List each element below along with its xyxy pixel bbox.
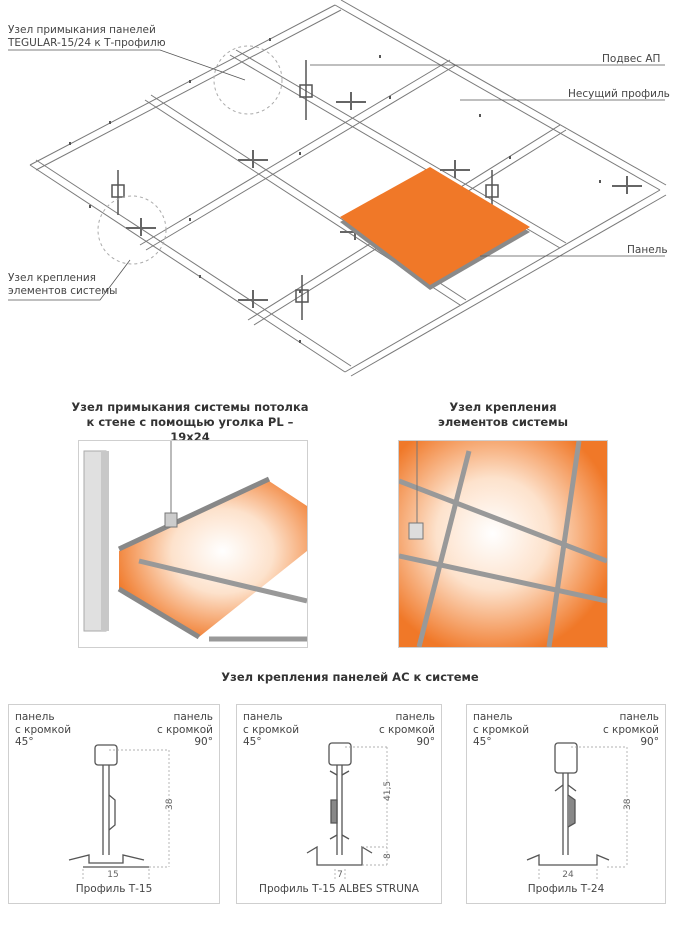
panel-45-line3: 45° (243, 736, 262, 748)
width-dim: 7 (337, 870, 343, 880)
ceiling-grid-diagram (8, 0, 667, 377)
height-dim: 38 (623, 798, 633, 810)
left-node-title: Узел примыкания системы потолка к стене … (70, 400, 310, 445)
panel-90-label: панель с кромкой 90° (603, 711, 659, 749)
right-node-title: Узел крепления элементов системы (400, 400, 606, 430)
panel-45-line1: панель (15, 711, 55, 723)
profile-card-t15: панель с кромкой 45° панель с кромкой 90… (8, 704, 220, 904)
profile-t24-drawing: 38 24 (526, 742, 633, 880)
label-node-join-line2: TEGULAR-15/24 к Т-профилю (8, 37, 166, 49)
grid-rails (29, 0, 667, 377)
cross-connectors (126, 92, 642, 308)
panel-90-line1: панель (395, 711, 435, 723)
label-node-join-line1: Узел примыкания панелей (8, 24, 156, 36)
label-fix-line1: Узел крепления (8, 272, 96, 284)
panel-90-line3: 90° (640, 736, 659, 748)
height-dim: 41,5 (383, 781, 393, 801)
right-node-title-line2: элементов системы (438, 415, 568, 429)
panel-90-line2: с кромкой (156, 723, 213, 736)
panel-90-line2: с кромкой (378, 723, 435, 736)
panel-45-line1: панель (473, 711, 513, 723)
panel-45-label: панель с кромкой 45° (243, 711, 299, 749)
orange-panel (340, 167, 530, 290)
height-dim: 38 (165, 798, 175, 810)
wall-angle-illustration (78, 440, 308, 648)
profile-card-t15-albes: панель с кромкой 45° панель с кромкой 90… (236, 704, 442, 904)
system-fixing-illustration (398, 440, 608, 648)
label-fix-line2: элементов системы (8, 285, 118, 297)
label-fixing-node: Узел крепления элементов системы (8, 272, 117, 298)
profile-caption: Профиль Т-15 ALBES STRUNA (259, 883, 419, 895)
profile-caption: Профиль Т-24 (527, 883, 605, 895)
panel-45-label: панель с кромкой 45° (15, 711, 71, 749)
rail-slots (69, 38, 601, 343)
panel-90-label: панель с кромкой 90° (157, 711, 213, 749)
label-hanger: Подвес АП (602, 53, 661, 65)
right-node-title-line1: Узел крепления (449, 400, 557, 414)
profile-caption: Профиль Т-15 (75, 883, 153, 895)
panel-45-line3: 45° (15, 736, 34, 748)
panel-45-line1: панель (243, 711, 283, 723)
profile-t15-albes-drawing: 41,5 8 7 (306, 742, 393, 880)
profile-card-t24: панель с кромкой 45° панель с кромкой 90… (466, 704, 666, 904)
panel-90-line3: 90° (194, 736, 213, 748)
label-panel: Панель (627, 244, 668, 256)
panel-90-line2: с кромкой (602, 723, 659, 736)
panel-45-label: панель с кромкой 45° (473, 711, 529, 749)
bottom-title: Узел крепления панелей АС к системе (221, 670, 479, 684)
left-node-title-line1: Узел примыкания системы потолка (71, 400, 309, 414)
panel-45-line3: 45° (473, 736, 492, 748)
height-dim-lower: 8 (383, 853, 393, 859)
width-dim: 15 (107, 870, 118, 880)
panel-45-line2: с кромкой (473, 723, 530, 736)
label-main-profile: Несущий профиль (568, 88, 670, 100)
panel-90-line3: 90° (416, 736, 435, 748)
profile-t15-drawing: 38 15 (68, 744, 175, 880)
label-node-join: Узел примыкания панелей TEGULAR-15/24 к … (8, 24, 166, 50)
panel-45-line2: с кромкой (15, 723, 72, 736)
panel-45-line2: с кромкой (243, 723, 300, 736)
panel-90-line1: панель (619, 711, 659, 723)
width-dim: 24 (562, 870, 574, 880)
panel-90-line1: панель (173, 711, 213, 723)
panel-90-label: панель с кромкой 90° (379, 711, 435, 749)
